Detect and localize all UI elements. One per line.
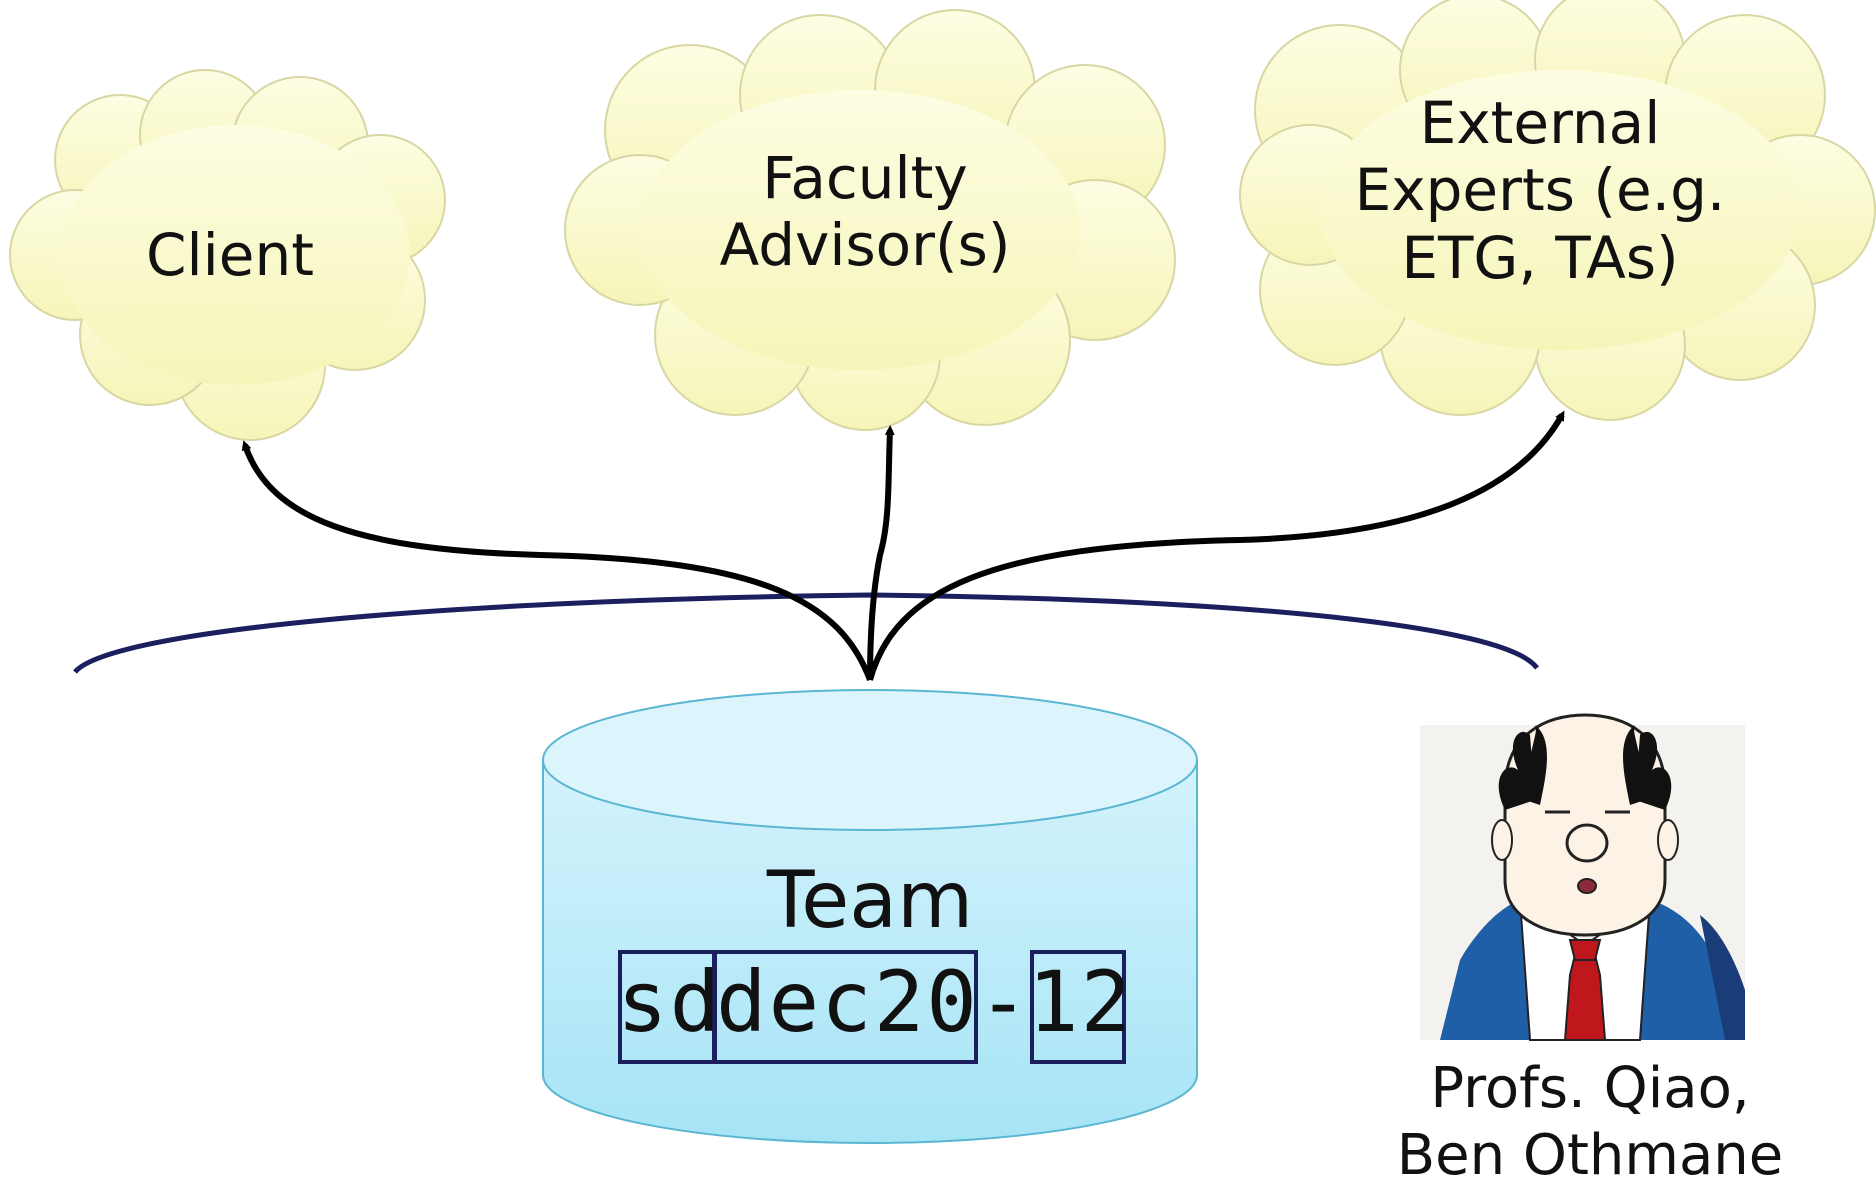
arrow-to-client bbox=[241, 440, 873, 682]
team-title: Team bbox=[766, 856, 974, 946]
arrow-to-experts bbox=[867, 410, 1565, 681]
team-bracket bbox=[73, 592, 1540, 674]
arrow-to-faculty bbox=[867, 425, 895, 681]
code-box-dec20 bbox=[713, 950, 978, 1064]
faculty-label-line2: Advisor(s) bbox=[719, 211, 1011, 280]
experts-label-line3: ETG, TAs) bbox=[1401, 223, 1679, 292]
code-box-12 bbox=[1030, 950, 1126, 1064]
faculty-label: Faculty Advisor(s) bbox=[690, 144, 1040, 280]
client-label: Client bbox=[120, 221, 340, 289]
professors-line1: Profs. Qiao, bbox=[1430, 1056, 1750, 1121]
team-code-sd: sd bbox=[617, 953, 723, 1051]
professors-line2: Ben Othmane bbox=[1396, 1123, 1784, 1189]
team-code-dash: - bbox=[978, 953, 1031, 1051]
boss-cartoon-image bbox=[1420, 713, 1745, 1041]
team-code-12: 12 bbox=[1028, 953, 1134, 1051]
experts-label: External Experts (e.g. ETG, TAs) bbox=[1320, 89, 1760, 292]
faculty-label-line1: Faculty bbox=[762, 144, 968, 212]
client-cloud bbox=[9, 69, 446, 441]
faculty-cloud bbox=[564, 9, 1176, 431]
professors-caption: Profs. Qiao, Ben Othmane bbox=[1370, 1055, 1810, 1189]
team-code-dec20: dec20 bbox=[716, 953, 979, 1051]
experts-label-line1: External bbox=[1419, 89, 1661, 157]
experts-cloud bbox=[1239, 0, 1876, 421]
client-label-text: Client bbox=[146, 221, 314, 289]
experts-label-line2: Experts (e.g. bbox=[1354, 156, 1726, 225]
